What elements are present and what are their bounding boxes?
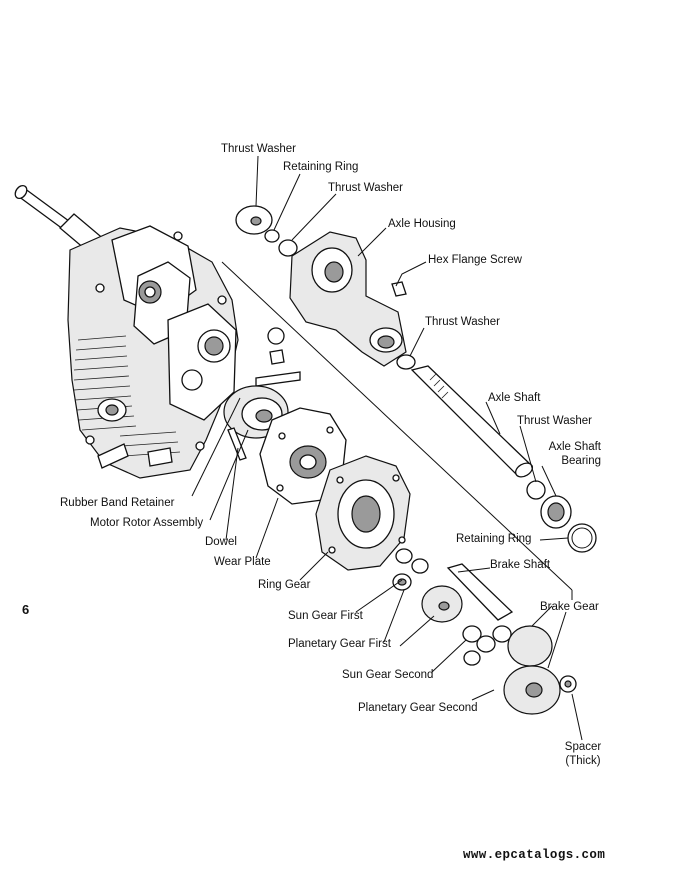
transaxle-assembly bbox=[14, 184, 239, 479]
dowel-part bbox=[227, 427, 247, 461]
label-thrust-washer-1: Thrust Washer bbox=[221, 143, 296, 155]
sun-gear-second-part bbox=[462, 625, 512, 653]
leader-lines bbox=[191, 155, 583, 741]
label-planetary-gear-second: Planetary Gear Second bbox=[358, 702, 478, 714]
label-hex-flange-screw: Hex Flange Screw bbox=[428, 254, 522, 266]
label-ring-gear: Ring Gear bbox=[258, 579, 311, 591]
label-thrust-washer-3: Thrust Washer bbox=[425, 316, 500, 328]
label-axle-shaft-bearing-line1: Axle Shaft bbox=[548, 441, 601, 453]
axis-line bbox=[221, 261, 573, 591]
label-wear-plate: Wear Plate bbox=[214, 556, 271, 568]
planetary-gear-first-part bbox=[392, 573, 463, 623]
axle-shaft-part bbox=[410, 365, 534, 478]
label-retaining-ring-1: Retaining Ring bbox=[283, 161, 359, 173]
label-brake-gear: Brake Gear bbox=[540, 601, 599, 613]
ring-gear-part bbox=[315, 455, 411, 571]
label-axle-housing: Axle Housing bbox=[388, 218, 456, 230]
axle-housing-part bbox=[289, 231, 407, 367]
page-number: 6 bbox=[22, 602, 30, 617]
label-thrust-washer-2: Thrust Washer bbox=[328, 182, 403, 194]
planetary-gear-second-part bbox=[463, 650, 481, 666]
label-motor-rotor-assembly: Motor Rotor Assembly bbox=[90, 517, 204, 529]
brake-shaft-part bbox=[446, 563, 514, 621]
label-retaining-ring-2: Retaining Ring bbox=[456, 533, 532, 545]
sun-gear-first-part bbox=[395, 548, 429, 574]
thrust-washer-2-part bbox=[278, 239, 298, 257]
label-spacer-line2: (Thick) bbox=[565, 755, 601, 767]
pin bbox=[255, 371, 301, 387]
label-axle-shaft: Axle Shaft bbox=[488, 392, 541, 404]
label-rubber-band-retainer: Rubber Band Retainer bbox=[60, 497, 175, 509]
label-sun-gear-second: Sun Gear Second bbox=[342, 669, 434, 681]
watermark: www.epcatalogs.com bbox=[463, 848, 606, 862]
ball bbox=[267, 327, 285, 345]
axle-shaft-bearing-part bbox=[540, 495, 572, 529]
thrust-washer-4-part bbox=[526, 480, 546, 500]
label-axle-shaft-bearing-line2: Bearing bbox=[561, 455, 601, 467]
label-planetary-gear-first: Planetary Gear First bbox=[288, 638, 391, 650]
label-thrust-washer-4: Thrust Washer bbox=[517, 415, 592, 427]
label-dowel: Dowel bbox=[205, 536, 237, 548]
thrust-washer-3-part bbox=[396, 354, 416, 370]
brake-gear-part bbox=[503, 625, 561, 715]
label-brake-shaft: Brake Shaft bbox=[490, 559, 551, 571]
label-spacer-line1: Spacer bbox=[564, 741, 602, 753]
plug bbox=[269, 349, 285, 365]
hex-flange-screw-part bbox=[391, 281, 407, 297]
wear-plate-part bbox=[259, 407, 347, 505]
label-sun-gear-first: Sun Gear First bbox=[288, 610, 363, 622]
retaining-ring-1-part bbox=[264, 229, 280, 243]
